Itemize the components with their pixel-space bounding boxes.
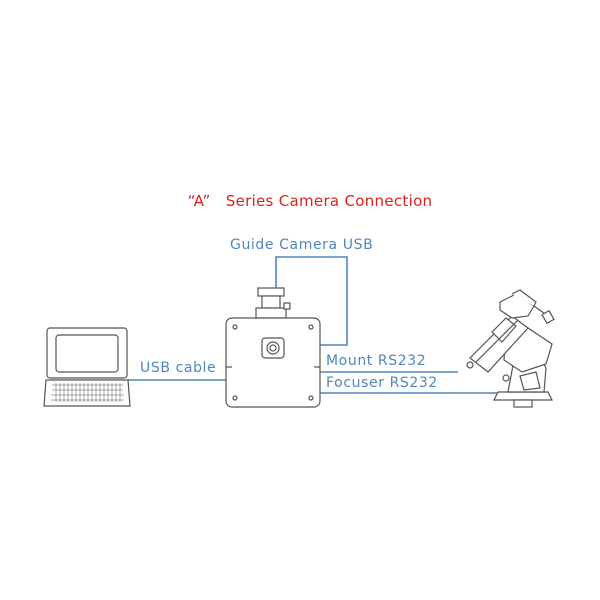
usb-cable-label: USB cable — [140, 360, 217, 376]
connection-lines — [128, 256, 520, 394]
diagram-title: “A” Series Camera Connection — [187, 192, 433, 210]
guide-camera-usb-line — [275, 256, 348, 346]
mount-rs232-label: Mount RS232 — [326, 353, 427, 369]
telescope-mount-icon — [466, 289, 555, 408]
laptop-icon — [43, 327, 131, 407]
focuser-rs232-label: Focuser RS232 — [326, 375, 438, 391]
guide-camera-usb-label: Guide Camera USB — [230, 237, 374, 253]
camera-icon — [225, 287, 321, 408]
